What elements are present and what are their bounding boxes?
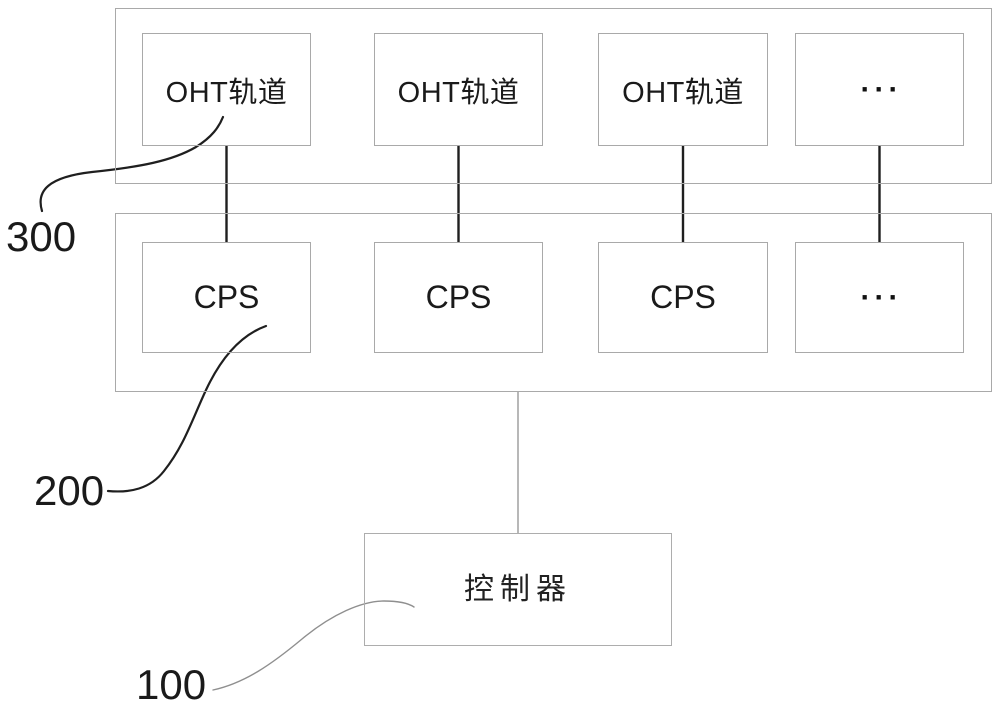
oht-track-box-1: OHT轨道 bbox=[142, 33, 311, 146]
oht-track-box-3: OHT轨道 bbox=[598, 33, 768, 146]
controller-label: 控制器 bbox=[464, 572, 572, 606]
oht-row-ellipsis-box: ··· bbox=[795, 33, 964, 146]
ref-label-200: 200 bbox=[34, 467, 105, 514]
cps-label-2: CPS bbox=[425, 279, 492, 315]
oht-row-ellipsis-label: ··· bbox=[860, 72, 903, 106]
cps-row-ellipsis-label: ··· bbox=[860, 280, 903, 314]
ref-label-100: 100 bbox=[136, 661, 207, 708]
cps-row-ellipsis-box: ··· bbox=[795, 242, 964, 353]
oht-track-label-1: OHT轨道 bbox=[165, 76, 288, 109]
cps-box-2: CPS bbox=[374, 242, 543, 353]
cps-label-1: CPS bbox=[193, 279, 260, 315]
cps-box-3: CPS bbox=[598, 242, 768, 353]
oht-track-label-2: OHT轨道 bbox=[397, 76, 520, 109]
oht-group-rect bbox=[115, 8, 992, 184]
oht-track-box-2: OHT轨道 bbox=[374, 33, 543, 146]
cps-group-rect bbox=[115, 213, 992, 392]
cps-label-3: CPS bbox=[650, 279, 716, 315]
oht-track-label-3: OHT轨道 bbox=[622, 76, 744, 109]
controller-box: 控制器 bbox=[364, 533, 672, 646]
ref-label-300: 300 bbox=[6, 213, 77, 260]
cps-box-1: CPS bbox=[142, 242, 311, 353]
